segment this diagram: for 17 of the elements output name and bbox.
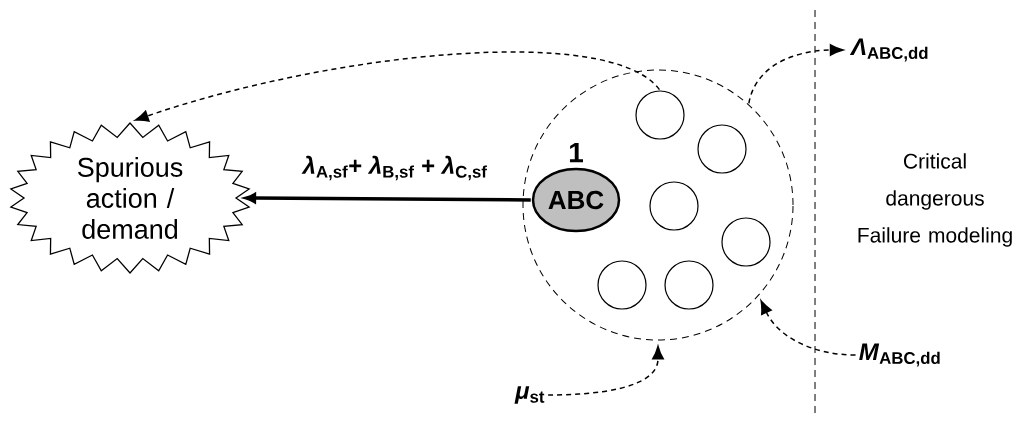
rate-symbol: Λ$_{ABC,dd}$: [849, 38, 928, 62]
arrow: [748, 44, 844, 105]
small-circle: [697, 124, 747, 174]
small-circle: [635, 90, 685, 140]
arrow: [760, 300, 857, 356]
small-circle: [664, 260, 714, 310]
small-circle: [597, 260, 647, 310]
note-text: Critical dangerous Failure modeling: [858, 153, 1012, 247]
arrow: [547, 345, 664, 396]
arrow: [134, 51, 661, 122]
rate-symbol: M$_{ABC,dd}$: [859, 343, 940, 367]
dashed-circle: [522, 69, 794, 341]
small-circle: [721, 217, 771, 267]
rate-symbol: μ$_{st}$: [514, 386, 545, 404]
edge-label: λ$_{A,sf}$+ λ$_{B,sf}$ + λ$_{C,sf}$: [301, 154, 489, 182]
number-label: 1: [570, 142, 583, 163]
small-circle: [649, 181, 699, 231]
